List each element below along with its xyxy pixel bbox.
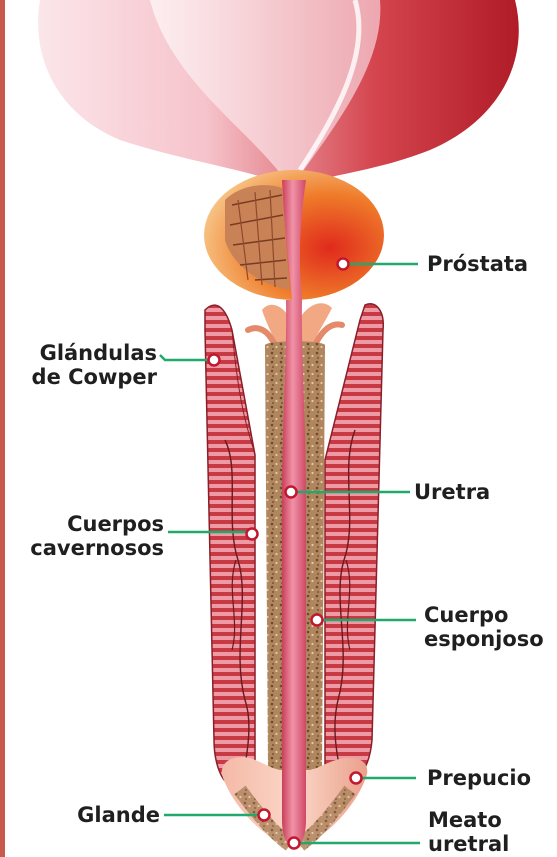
- label-uretra: Uretra: [414, 480, 490, 504]
- marker-uretra: [286, 487, 297, 498]
- urethra-main: [282, 300, 306, 848]
- marker-prepucio: [351, 773, 362, 784]
- marker-cavernosos: [247, 529, 258, 540]
- marker-cowper: [209, 355, 220, 366]
- marker-esponjoso: [312, 615, 323, 626]
- label-glandulas-de-cowper: Glándulas de Cowper: [22, 341, 157, 389]
- label-prostata: Próstata: [427, 252, 528, 276]
- label-cuerpos-cavernosos: Cuerpos cavernosos: [18, 512, 164, 560]
- label-meato-uretral: Meato uretral: [428, 808, 509, 856]
- label-cuerpo-esponjoso: Cuerpo esponjoso: [424, 603, 544, 651]
- marker-prostata: [338, 259, 349, 270]
- label-prepucio: Prepucio: [427, 766, 531, 790]
- marker-glande: [259, 810, 270, 821]
- right-cavernous-body: [325, 304, 383, 785]
- bladder-shape: [38, 0, 519, 185]
- label-glande: Glande: [60, 803, 160, 827]
- left-cavernous-body: [205, 305, 255, 785]
- marker-meato: [289, 838, 300, 849]
